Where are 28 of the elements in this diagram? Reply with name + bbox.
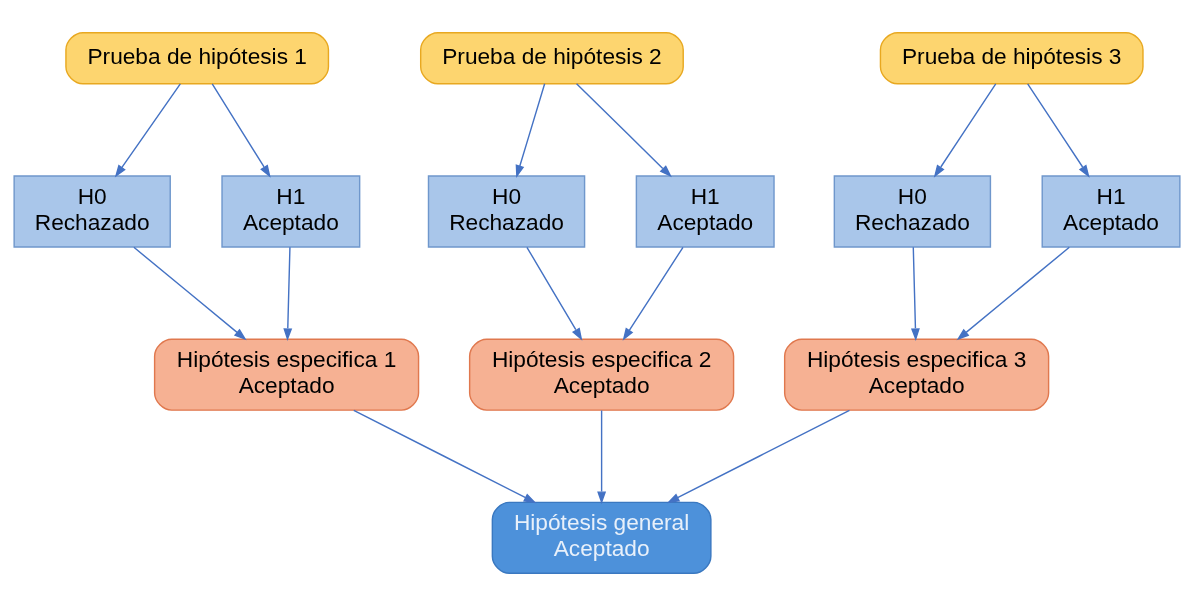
arrow xyxy=(353,409,537,503)
arrow xyxy=(575,82,672,177)
node-box: Hipótesis especifica 2 Aceptado xyxy=(468,338,735,411)
node-box: Prueba de hipótesis 1 xyxy=(65,31,330,84)
node-box: H1 Aceptado xyxy=(635,174,775,248)
arrow xyxy=(114,82,182,178)
arrow xyxy=(211,82,271,178)
node-box: H1 Aceptado xyxy=(221,174,361,248)
arrow xyxy=(526,246,583,341)
node-box: H1 Aceptado xyxy=(1041,174,1181,248)
arrow xyxy=(597,409,607,504)
node-box: Hipótesis especifica 1 Aceptado xyxy=(153,338,420,411)
node-box: Prueba de hipótesis 3 xyxy=(879,31,1144,84)
arrow xyxy=(515,82,546,178)
node-box: Hipótesis especifica 3 Aceptado xyxy=(783,338,1050,411)
arrow xyxy=(933,82,997,178)
node-box: H0 Rechazado xyxy=(833,174,992,248)
arrow xyxy=(666,409,851,503)
arrow xyxy=(910,246,920,341)
node-box: H0 Rechazado xyxy=(427,174,586,248)
arrow xyxy=(133,246,247,340)
arrow xyxy=(622,246,684,341)
arrow xyxy=(283,246,293,341)
node-box: Prueba de hipótesis 2 xyxy=(420,31,684,84)
arrow xyxy=(956,246,1071,340)
node-box: Hipótesis general Aceptado xyxy=(491,501,712,574)
arrow xyxy=(1026,82,1090,178)
node-box: H0 Rechazado xyxy=(13,174,171,248)
